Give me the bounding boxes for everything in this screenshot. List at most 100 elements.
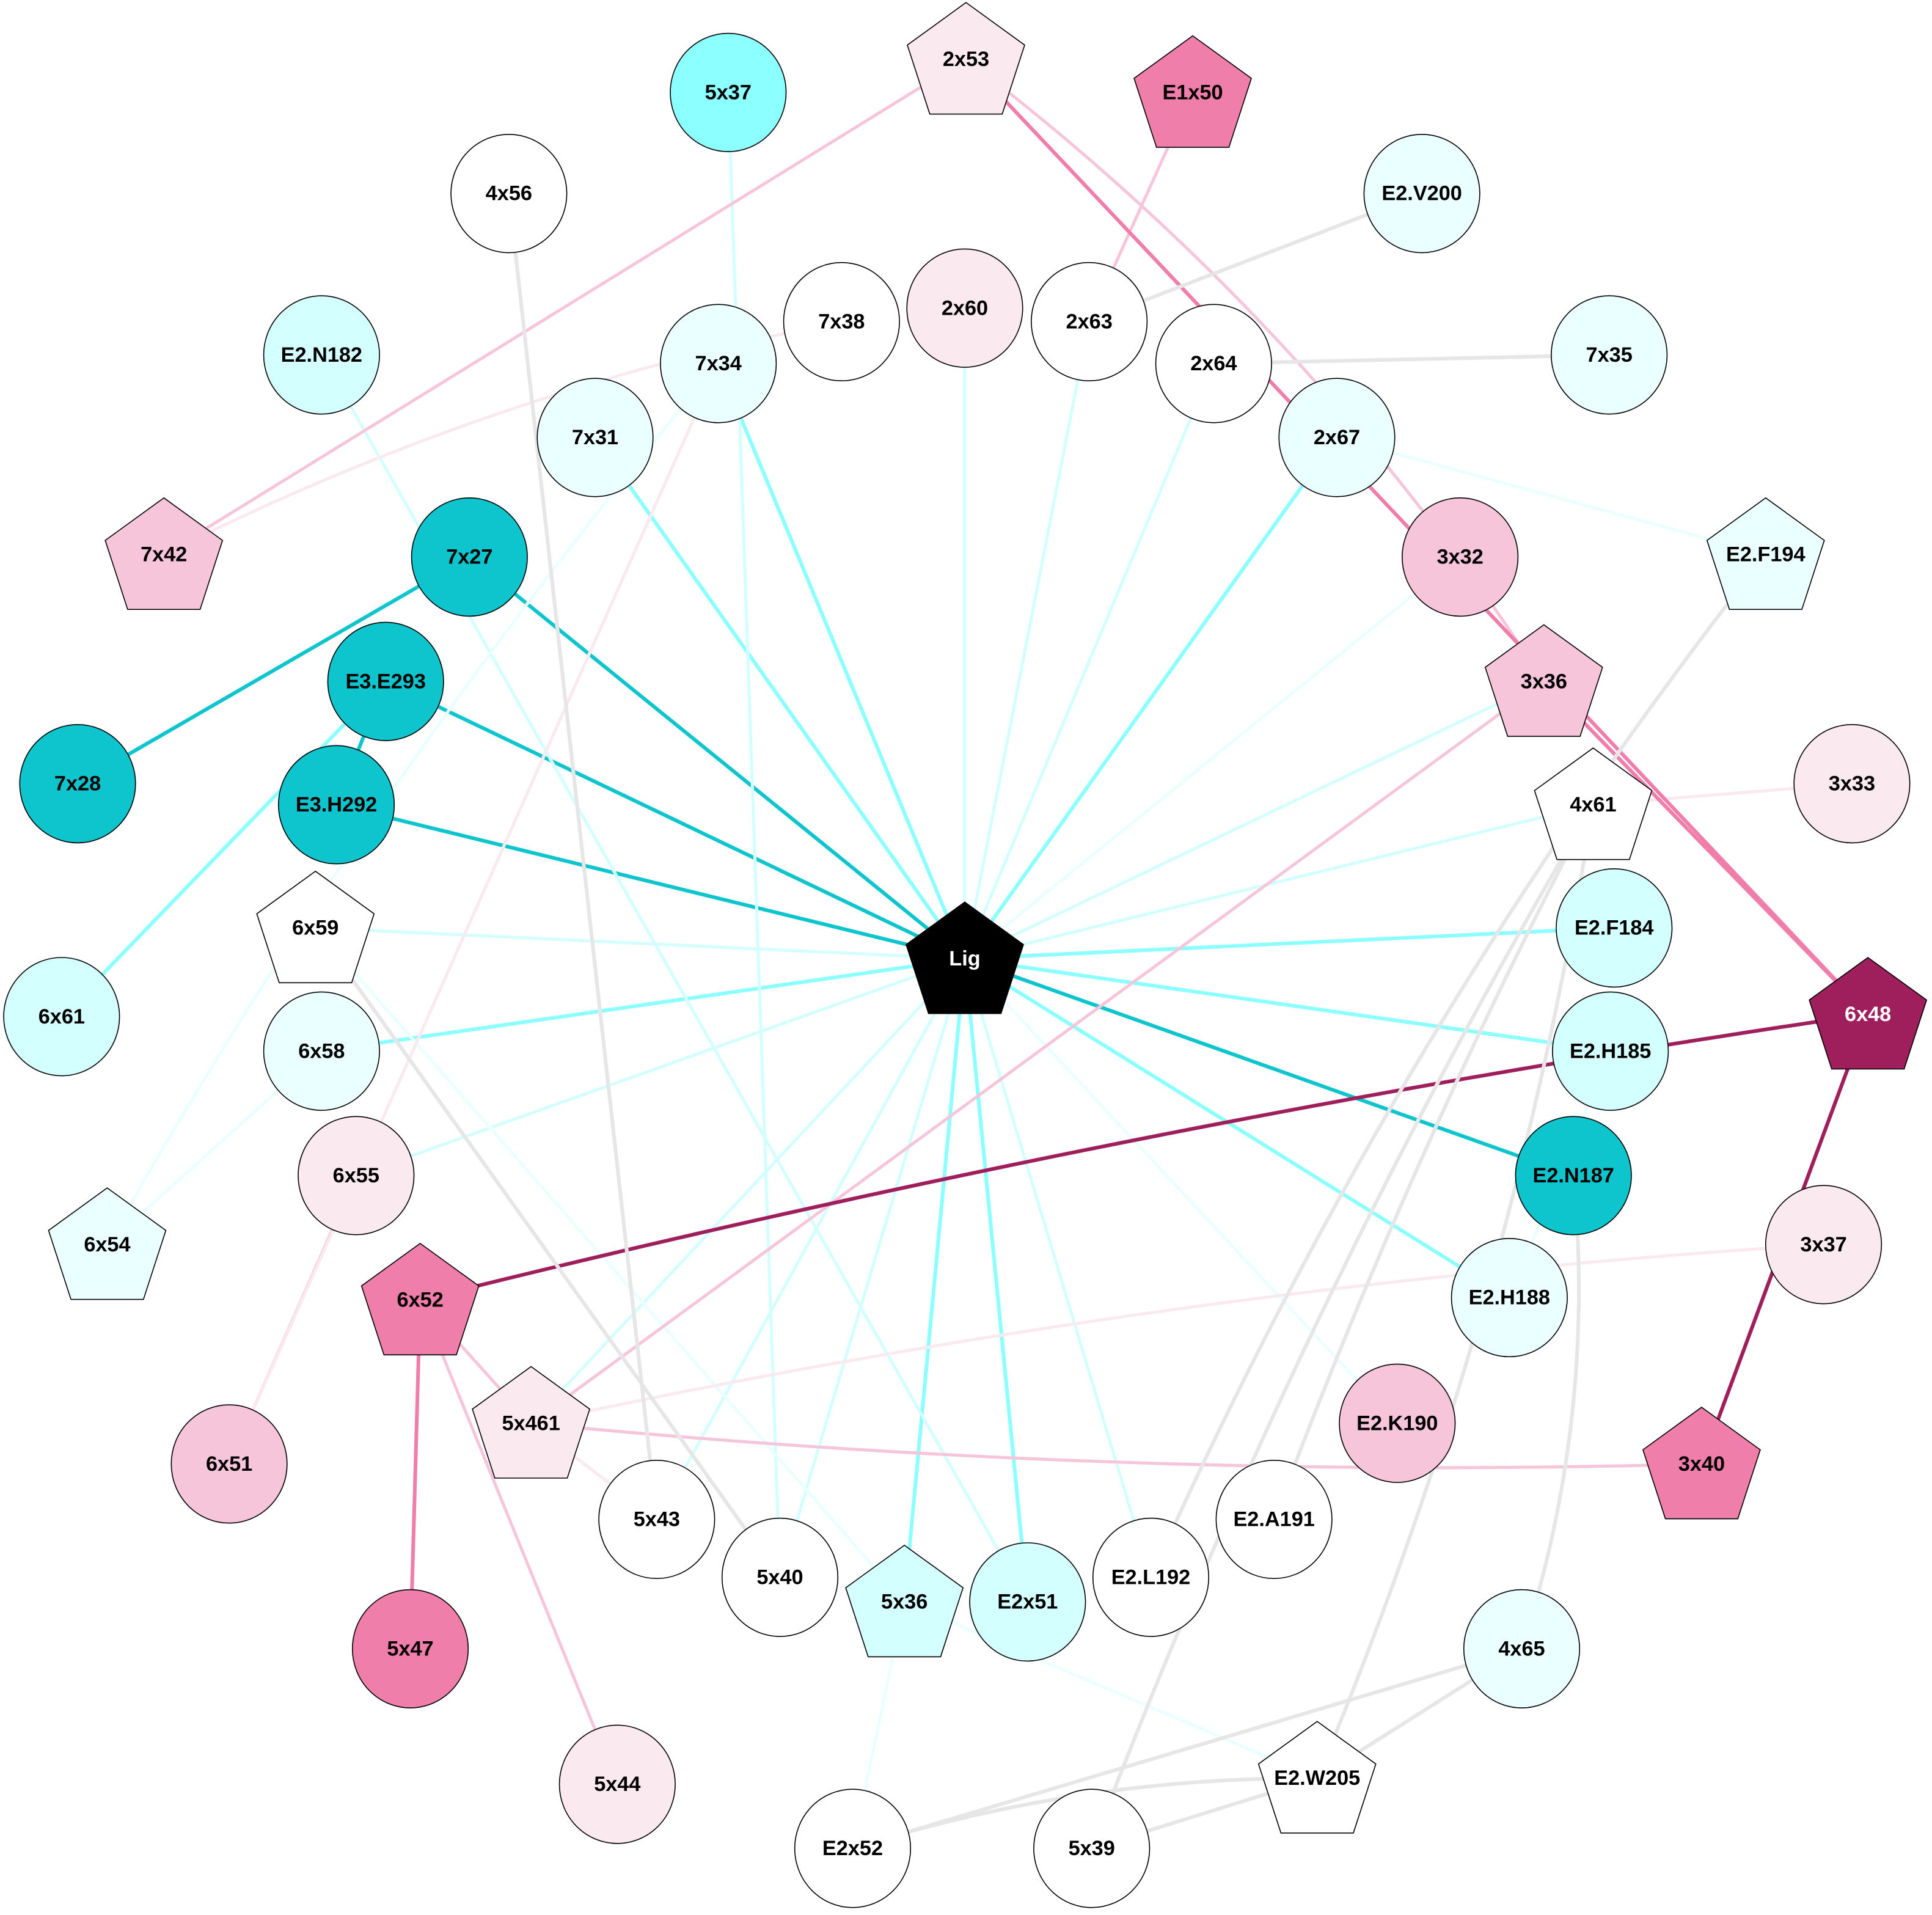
edge-3x36-6x48: [1542, 680, 1870, 1016]
circle-node-shape: [1363, 134, 1480, 254]
circle-node-shape: [411, 497, 528, 617]
edge-6x59-5x40: [313, 926, 781, 1579]
node-E1x50[interactable]: E1x50: [1133, 35, 1252, 148]
node-label: 6x48: [1845, 1003, 1891, 1026]
node-5x461[interactable]: 5x461: [472, 1366, 591, 1479]
edge-7x27-7x28: [76, 555, 470, 786]
node-6x48[interactable]: 6x48: [1809, 957, 1928, 1070]
node-6x58[interactable]: 6x58: [263, 991, 380, 1111]
node-6x55[interactable]: 6x55: [298, 1116, 415, 1236]
node-label: E2.H185: [1570, 1039, 1651, 1063]
node-3x32[interactable]: 3x32: [1402, 497, 1519, 617]
node-E2.F194[interactable]: E2.F194: [1706, 497, 1825, 610]
node-E2.F184[interactable]: E2.F184: [1556, 868, 1673, 988]
edge-Lig-E2x51: [962, 958, 1030, 1602]
node-6x61[interactable]: 6x61: [3, 957, 120, 1077]
node-Lig[interactable]: Lig: [906, 901, 1024, 1014]
node-label: E3.H292: [296, 793, 377, 816]
node-4x65[interactable]: 4x65: [1463, 1589, 1581, 1708]
node-2x53[interactable]: 2x53: [907, 2, 1025, 115]
node-5x39[interactable]: 5x39: [1033, 1789, 1151, 1908]
node-3x33[interactable]: 3x33: [1793, 724, 1911, 844]
node-E2.N187[interactable]: E2.N187: [1515, 1116, 1632, 1236]
circle-node-shape: [906, 248, 1023, 368]
node-6x52[interactable]: 6x52: [360, 1242, 480, 1356]
node-7x38[interactable]: 7x38: [783, 262, 900, 382]
node-7x35[interactable]: 7x35: [1551, 295, 1668, 415]
circle-node-shape: [536, 378, 654, 497]
node-6x54[interactable]: 6x54: [48, 1187, 167, 1300]
node-E2.L192[interactable]: E2.L192: [1092, 1517, 1210, 1637]
node-label: 5x37: [705, 81, 752, 104]
edge-Lig-2x63: [963, 321, 1091, 959]
node-E3.H292[interactable]: E3.H292: [277, 745, 395, 865]
node-5x36[interactable]: 5x36: [845, 1544, 964, 1658]
node-7x31[interactable]: 7x31: [536, 378, 654, 497]
node-2x64[interactable]: 2x64: [1155, 304, 1272, 423]
node-E2.H188[interactable]: E2.H188: [1451, 1237, 1568, 1358]
node-label: 7x28: [54, 772, 101, 796]
circle-node-shape: [19, 724, 136, 844]
node-7x27[interactable]: 7x27: [411, 497, 528, 617]
node-E3.E293[interactable]: E3.E293: [327, 621, 444, 741]
node-2x67[interactable]: 2x67: [1278, 378, 1396, 497]
circle-node-shape: [598, 1459, 715, 1580]
edge-E2.F194-2x67: [1336, 436, 1766, 557]
pentagon-node-shape: [1706, 497, 1825, 610]
node-E2.V200[interactable]: E2.V200: [1363, 134, 1480, 254]
circle-node-shape: [1215, 1459, 1333, 1580]
node-7x28[interactable]: 7x28: [19, 724, 136, 844]
node-3x37[interactable]: 3x37: [1765, 1185, 1883, 1305]
node-label: 5x461: [502, 1412, 560, 1435]
node-E2.W205[interactable]: E2.W205: [1257, 1721, 1377, 1834]
circle-node-shape: [1278, 378, 1396, 497]
node-5x37[interactable]: 5x37: [670, 32, 787, 152]
pentagon-node-shape: [256, 870, 375, 984]
node-5x47[interactable]: 5x47: [351, 1589, 469, 1708]
circle-node-shape: [1551, 295, 1668, 415]
pentagon-node-shape: [1642, 1407, 1761, 1520]
node-4x56[interactable]: 4x56: [450, 134, 568, 254]
circle-node-shape: [263, 295, 380, 415]
edge-Lig-E3.H292: [335, 803, 965, 961]
edge-Lig-2x64: [963, 363, 1215, 959]
circle-node-shape: [783, 262, 900, 382]
circle-node-shape: [1463, 1589, 1581, 1708]
node-5x40[interactable]: 5x40: [721, 1517, 839, 1637]
node-5x43[interactable]: 5x43: [598, 1459, 715, 1580]
node-label: E2.A191: [1233, 1508, 1314, 1531]
node-3x36[interactable]: 3x36: [1484, 624, 1603, 737]
node-E2x52[interactable]: E2x52: [794, 1789, 912, 1908]
node-label: 5x44: [594, 1773, 640, 1796]
node-label: 3x36: [1521, 670, 1567, 693]
node-E2.N182[interactable]: E2.N182: [263, 295, 380, 415]
edge-5x461-3x40: [530, 1421, 1702, 1470]
node-4x61[interactable]: 4x61: [1534, 747, 1653, 860]
node-E2.A191[interactable]: E2.A191: [1215, 1459, 1333, 1580]
circle-node-shape: [1033, 1789, 1151, 1908]
pentagon-node-shape: [472, 1366, 591, 1479]
node-5x44[interactable]: 5x44: [558, 1724, 676, 1844]
node-label: 7x27: [446, 546, 492, 569]
node-E2.K190[interactable]: E2.K190: [1339, 1363, 1456, 1483]
node-3x40[interactable]: 3x40: [1642, 1407, 1761, 1520]
node-6x59[interactable]: 6x59: [256, 870, 375, 984]
node-7x42[interactable]: 7x42: [104, 497, 224, 610]
node-7x34[interactable]: 7x34: [660, 304, 777, 423]
node-E2x51[interactable]: E2x51: [969, 1542, 1086, 1662]
node-2x63[interactable]: 2x63: [1031, 262, 1148, 382]
edge-Lig-7x27: [468, 555, 966, 961]
circle-node-shape: [263, 991, 380, 1111]
edge-Lig-6x55: [355, 957, 965, 1177]
node-label: E2.N187: [1532, 1164, 1614, 1187]
edge-4x61-E2.A191: [1272, 804, 1595, 1520]
edge-Lig-E2.K190: [964, 957, 1399, 1424]
node-label: E2x52: [822, 1837, 883, 1860]
node-E2.H185[interactable]: E2.H185: [1552, 991, 1669, 1111]
circle-node-shape: [3, 957, 120, 1077]
edge-E2.F194-E2.L192: [1149, 553, 1768, 1578]
node-label: 6x55: [333, 1164, 379, 1187]
node-2x60[interactable]: 2x60: [906, 248, 1023, 368]
node-label: E2.W205: [1274, 1767, 1360, 1790]
node-6x51[interactable]: 6x51: [170, 1404, 288, 1524]
